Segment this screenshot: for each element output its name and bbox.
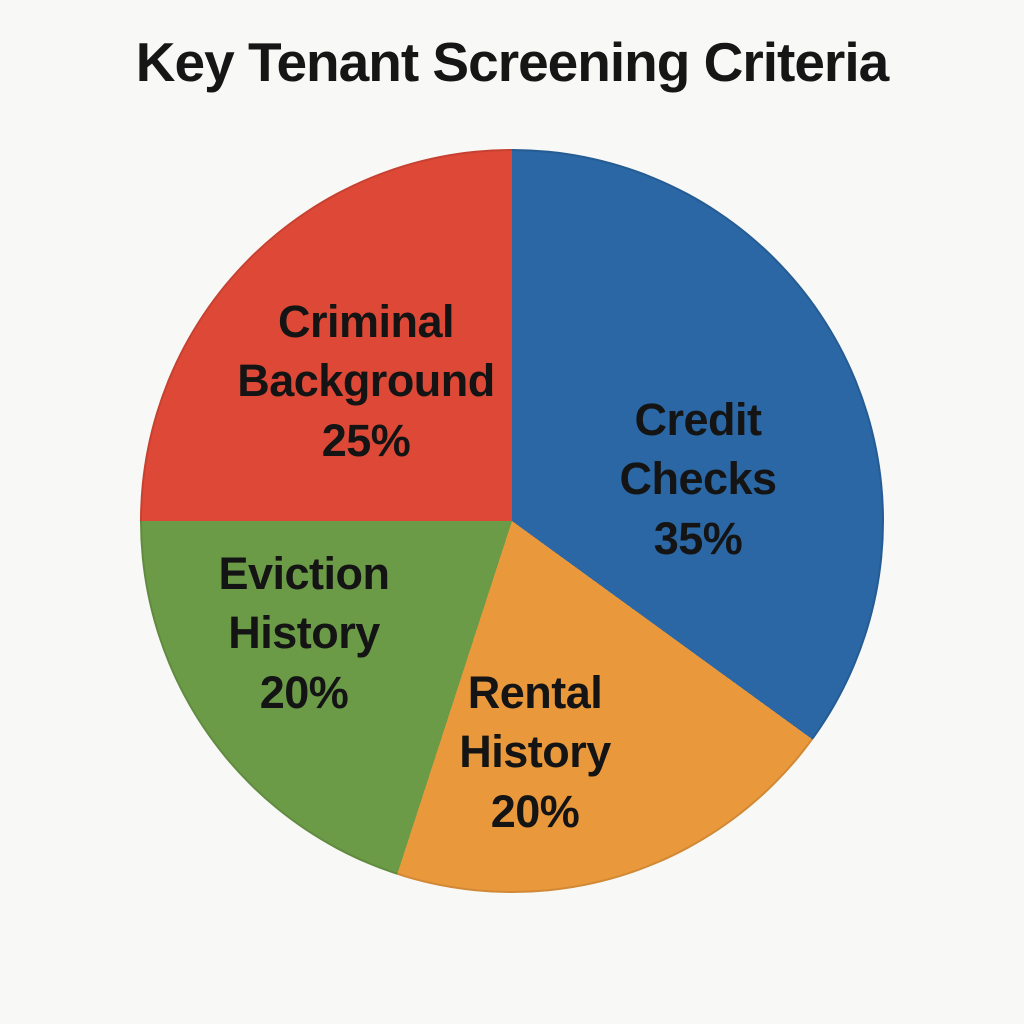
slice-label-eviction-history: Eviction History 20%: [189, 544, 419, 722]
slice-label-criminal-background: Criminal Background 25%: [216, 292, 516, 470]
chart-title: Key Tenant Screening Criteria: [135, 31, 889, 93]
slice-percent: 20%: [490, 785, 580, 837]
slice-name: Eviction History: [218, 547, 390, 659]
slice-name: Credit Checks: [619, 393, 777, 505]
slice-label-rental-history: Rental History 20%: [415, 663, 655, 841]
slice-name: Criminal Background: [237, 295, 495, 407]
slice-percent: 25%: [321, 414, 411, 466]
pie-chart: [140, 149, 884, 893]
slice-name: Rental History: [459, 666, 611, 778]
slice-label-credit-checks: Credit Checks 35%: [563, 390, 833, 568]
slice-percent: 20%: [259, 666, 349, 718]
slice-percent: 35%: [653, 512, 743, 564]
